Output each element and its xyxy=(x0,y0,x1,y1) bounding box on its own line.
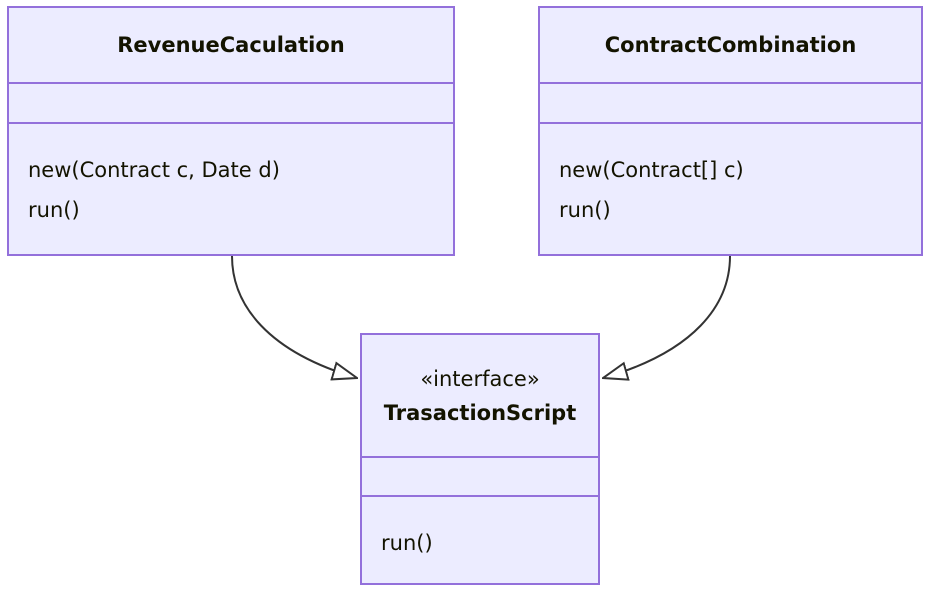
class-attributes-section xyxy=(540,82,921,122)
class-methods-section: new(Contract[] c) run() xyxy=(540,122,921,254)
method-label: new(Contract c, Date d) xyxy=(28,158,280,182)
class-methods-section: new(Contract c, Date d) run() xyxy=(9,122,453,254)
class-title: TrasactionScript xyxy=(383,400,577,425)
method-label: run() xyxy=(559,198,611,222)
realization-arrow-revenue-to-interface xyxy=(231,255,357,378)
method-label: new(Contract[] c) xyxy=(559,158,744,182)
class-node-contract-combination: ContractCombination new(Contract[] c) ru… xyxy=(538,6,923,256)
method-label: run() xyxy=(381,531,433,555)
class-header: RevenueCaculation xyxy=(9,8,453,82)
method-label: run() xyxy=(28,198,80,222)
class-attributes-section xyxy=(362,456,598,495)
class-header: ContractCombination xyxy=(540,8,921,82)
stereotype-label: «interface» xyxy=(420,366,540,391)
interface-node-trasaction-script: «interface» TrasactionScript run() xyxy=(360,333,600,585)
class-methods-section: run() xyxy=(362,495,598,583)
class-node-revenue-caculation: RevenueCaculation new(Contract c, Date d… xyxy=(7,6,455,256)
class-attributes-section xyxy=(9,82,453,122)
realization-arrow-contract-to-interface xyxy=(603,255,731,378)
class-title: RevenueCaculation xyxy=(117,33,345,57)
class-title: ContractCombination xyxy=(604,33,857,57)
class-header: «interface» TrasactionScript xyxy=(362,335,598,456)
